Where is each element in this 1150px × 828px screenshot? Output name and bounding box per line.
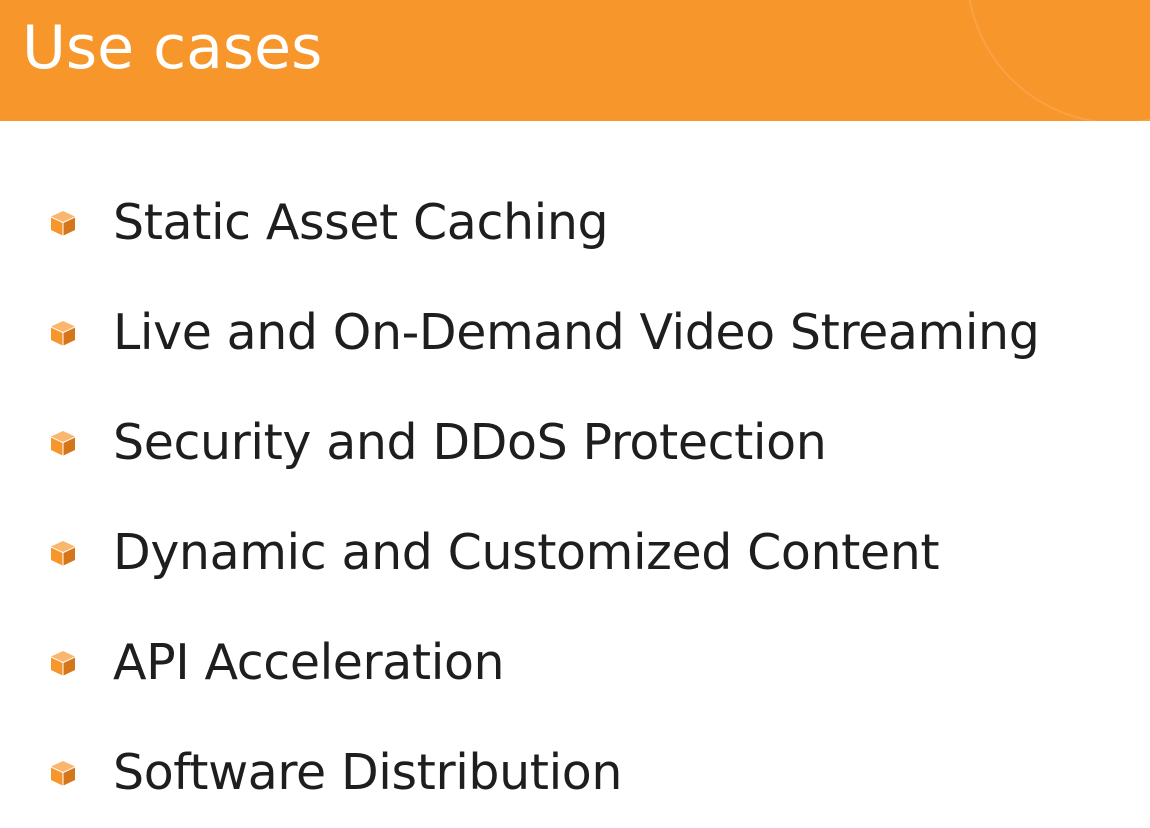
cube-icon — [51, 541, 75, 566]
slide-header: Use cases — [0, 0, 1150, 121]
header-decoration — [966, 0, 1150, 121]
use-case-label: API Acceleration — [113, 634, 505, 691]
slide-title: Use cases — [22, 13, 323, 83]
list-item: Live and On-Demand Video Streaming — [50, 278, 1040, 388]
list-item: Dynamic and Customized Content — [50, 498, 1039, 608]
cube-icon — [51, 211, 75, 236]
list-item: API Acceleration — [50, 608, 1039, 718]
list-item: Security and DDoS Protection — [50, 388, 1039, 498]
cube-icon — [51, 651, 75, 676]
use-case-label: Security and DDoS Protection — [113, 414, 827, 471]
use-case-list: Static Asset Caching Live and On-Demand … — [50, 168, 1040, 828]
list-item: Static Asset Caching — [50, 168, 1039, 278]
use-case-label: Static Asset Caching — [113, 194, 609, 251]
use-case-label: Live and On-Demand Video Streaming — [113, 304, 1040, 361]
cube-icon — [51, 761, 75, 786]
list-item: Software Distribution — [50, 718, 1039, 828]
cube-icon — [51, 431, 75, 456]
use-case-label: Dynamic and Customized Content — [113, 524, 940, 581]
use-case-label: Software Distribution — [113, 744, 623, 801]
cube-icon — [51, 321, 75, 346]
